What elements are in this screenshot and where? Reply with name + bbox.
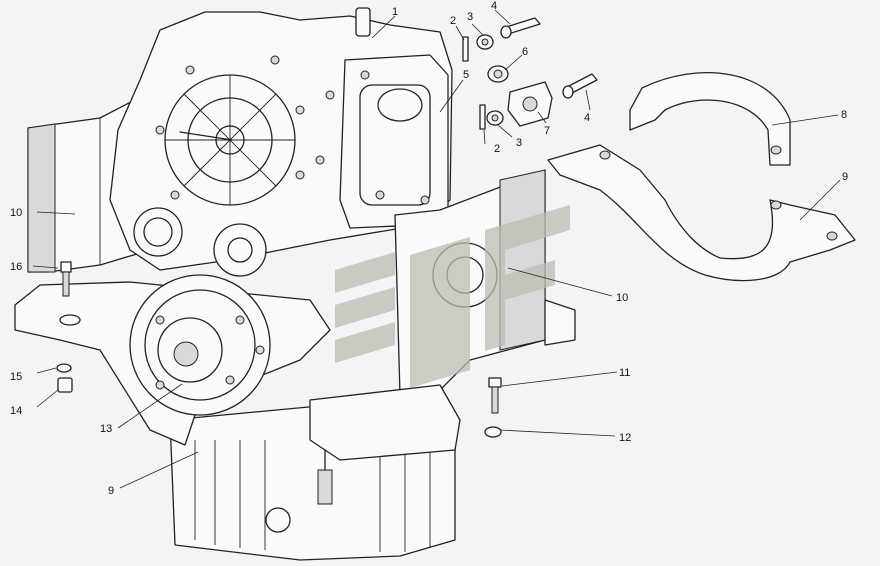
callout-6: 6	[522, 46, 528, 58]
callout-4-top: 4	[491, 0, 497, 12]
watermark-logo	[335, 205, 570, 388]
callout-2-top: 2	[450, 15, 456, 27]
callout-12: 12	[619, 432, 631, 444]
engine-block	[109, 11, 453, 277]
callout-4-bottom: 4	[584, 112, 590, 124]
leader-lines	[32, 9, 841, 489]
cover-bolts	[155, 55, 430, 205]
callout-7: 7	[544, 125, 550, 137]
callout-9-bottom: 9	[108, 485, 114, 497]
loose-fasteners	[56, 261, 502, 438]
callout-1: 1	[392, 6, 398, 18]
bearing-cap-lower-bracket	[547, 144, 856, 282]
bearing-cap-upper	[629, 71, 791, 166]
callout-9-right: 9	[842, 171, 848, 183]
callout-2-bottom: 2	[494, 143, 500, 155]
callout-16: 16	[10, 261, 22, 273]
callout-labels: 1 2 3 4 5 6 7 2 3 4 8 9 10 10 16 11 12 1…	[10, 0, 848, 497]
callout-5: 5	[463, 69, 469, 81]
callout-14: 14	[10, 405, 22, 417]
callout-8: 8	[841, 109, 847, 121]
callout-13: 13	[100, 423, 112, 435]
callout-15: 15	[10, 371, 22, 383]
pulley-hub	[129, 274, 271, 416]
callout-3-top: 3	[467, 11, 473, 23]
callout-10-right: 10	[616, 292, 628, 304]
callout-10-left: 10	[10, 207, 22, 219]
callout-3-bottom: 3	[516, 137, 522, 149]
exploded-small-parts	[355, 7, 598, 130]
callout-11: 11	[619, 367, 630, 379]
